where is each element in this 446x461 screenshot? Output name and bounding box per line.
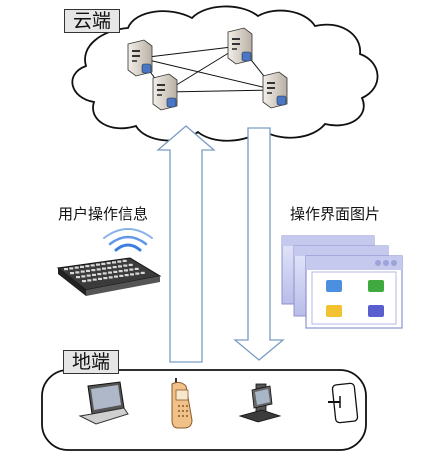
desktop-computer-icon bbox=[238, 383, 282, 423]
download-arrow bbox=[233, 127, 285, 361]
window-icon bbox=[305, 255, 403, 329]
folder-icon bbox=[368, 280, 384, 292]
mobile-phone-icon bbox=[171, 378, 193, 429]
ground-label: 地端 bbox=[63, 350, 120, 374]
folder-icon bbox=[326, 280, 342, 292]
wifi-icon bbox=[103, 228, 153, 252]
server-icon bbox=[127, 39, 153, 77]
server-icon bbox=[262, 71, 288, 109]
servers bbox=[127, 27, 288, 111]
server-icon bbox=[227, 27, 253, 65]
upload-info-label: 用户操作信息 bbox=[58, 205, 149, 223]
download-image-label: 操作界面图片 bbox=[290, 205, 381, 223]
keyboard-icon bbox=[56, 257, 162, 296]
upload-arrow bbox=[156, 125, 216, 363]
folder-icon bbox=[368, 305, 384, 317]
cloud-label: 云端 bbox=[64, 9, 121, 33]
ground-terminal-box bbox=[41, 369, 367, 451]
laptop-icon bbox=[78, 381, 129, 425]
cloud-shape bbox=[71, 5, 379, 142]
window-stack bbox=[281, 235, 403, 329]
server-icon bbox=[152, 73, 178, 111]
folder-icon bbox=[326, 305, 342, 317]
tablet-icon bbox=[328, 382, 359, 424]
